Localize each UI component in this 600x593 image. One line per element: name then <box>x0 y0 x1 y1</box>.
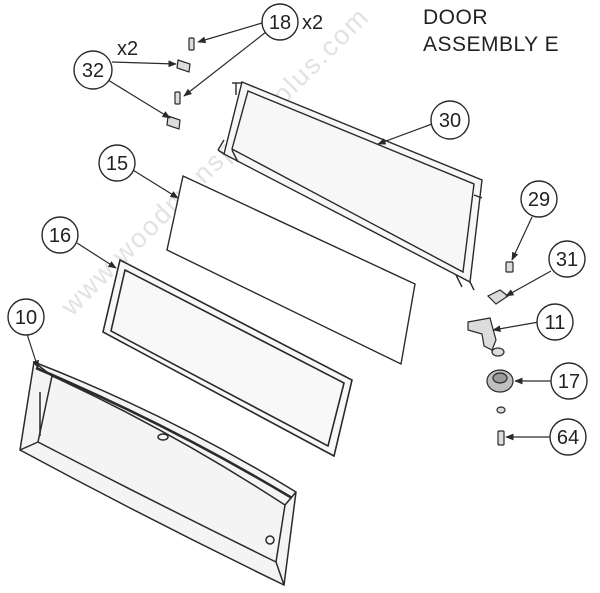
callout-15: 15 <box>98 144 136 182</box>
hardware-latch <box>467 261 514 446</box>
callout-17-label: 17 <box>558 371 580 393</box>
callout-10: 10 <box>7 298 45 336</box>
callout-32: 32 <box>73 50 113 90</box>
callout-32-multiplier: x2 <box>117 38 139 60</box>
part-10-door <box>19 360 297 587</box>
callout-29-label: 29 <box>528 189 550 211</box>
callout-31: 31 <box>548 240 586 278</box>
leader-lines <box>26 22 552 441</box>
diagram-title-line1: DOOR <box>423 6 488 29</box>
callout-17: 17 <box>550 362 588 400</box>
callout-10-label: 10 <box>15 307 37 329</box>
callout-16: 16 <box>41 216 79 254</box>
part-16-gasket <box>102 258 353 458</box>
callout-11-label: 11 <box>545 312 566 334</box>
callout-15-label: 15 <box>106 153 128 175</box>
callout-31-label: 31 <box>556 249 578 271</box>
hardware-clips <box>166 37 195 130</box>
callout-18-label: 18 <box>269 12 291 34</box>
diagram-title-line2: ASSEMBLY E <box>423 33 560 56</box>
callout-30: 30 <box>430 100 470 140</box>
part-30-frame <box>217 81 483 291</box>
callout-11: 11 <box>536 303 574 341</box>
callout-16-label: 16 <box>49 225 71 247</box>
callout-64-label: 64 <box>557 427 579 449</box>
callout-29: 29 <box>520 180 558 218</box>
part-15-glass <box>166 174 416 366</box>
callout-18-multiplier: x2 <box>302 12 324 34</box>
callout-30-label: 30 <box>439 110 461 132</box>
callout-32-label: 32 <box>82 60 104 82</box>
callout-18: 18 <box>261 3 299 41</box>
callout-64: 64 <box>549 418 587 456</box>
